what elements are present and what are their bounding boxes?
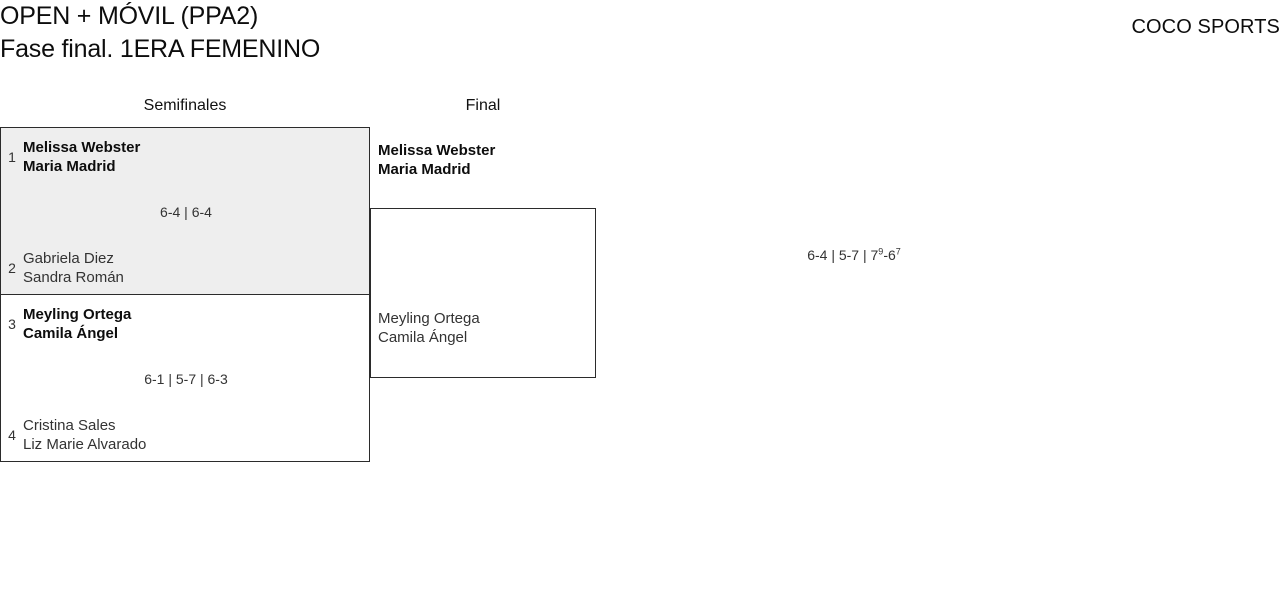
match-box-semifinal-1[interactable]: 1 Melissa Webster Maria Madrid 6-4 | 6-4… — [0, 127, 370, 295]
player-name: Sandra Román — [23, 269, 124, 286]
match-score-final: 6-4 | 5-7 | 79-67 — [741, 246, 967, 264]
final-score-sets: 6-4 | 5-7 | 7 — [807, 247, 879, 263]
player-name: Melissa Webster — [23, 139, 141, 156]
team-names: Cristina Sales Liz Marie Alvarado — [23, 416, 146, 454]
team-names: Melissa Webster Maria Madrid — [370, 141, 495, 179]
round-header-final: Final — [465, 97, 501, 114]
seed-number: 2 — [8, 260, 16, 276]
team-semifinal-1-bottom[interactable]: 2 Gabriela Diez Sandra Román — [1, 249, 124, 287]
seed-number: 3 — [8, 316, 16, 332]
team-semifinal-2-top[interactable]: 3 Meyling Ortega Camila Ángel — [1, 305, 131, 343]
page-title-line-1: OPEN + MÓVIL (PPA2) — [0, 2, 259, 30]
player-name: Meyling Ortega — [23, 306, 132, 323]
player-name: Gabriela Diez — [23, 250, 114, 267]
final-score-tiebreak-1: 9 — [878, 246, 884, 257]
team-names: Meyling Ortega Camila Ángel — [23, 305, 131, 343]
page-title-line-2: Fase final. 1ERA FEMENINO — [0, 35, 321, 63]
team-final-bottom[interactable]: Meyling Ortega Camila Ángel — [370, 309, 480, 347]
team-semifinal-1-top[interactable]: 1 Melissa Webster Maria Madrid — [1, 138, 140, 176]
team-semifinal-2-bottom[interactable]: 4 Cristina Sales Liz Marie Alvarado — [1, 416, 146, 454]
player-name: Camila Ángel — [378, 329, 468, 346]
seed-number: 4 — [8, 427, 16, 443]
player-name: Melissa Webster — [378, 142, 496, 159]
final-score-tiebreak-2: 7 — [895, 246, 901, 257]
brand-label: COCO SPORTS — [1131, 16, 1280, 38]
match-box-semifinal-2[interactable]: 3 Meyling Ortega Camila Ángel 6-1 | 5-7 … — [0, 294, 370, 462]
team-names: Melissa Webster Maria Madrid — [23, 138, 140, 176]
player-name: Cristina Sales — [23, 417, 116, 434]
page-title: OPEN + MÓVIL (PPA2) Fase final. 1ERA FEM… — [0, 0, 320, 66]
team-names: Meyling Ortega Camila Ángel — [370, 309, 480, 347]
final-score-mid: -6 — [883, 247, 896, 263]
player-name: Camila Ángel — [23, 325, 119, 342]
team-final-top[interactable]: Melissa Webster Maria Madrid — [370, 141, 495, 179]
match-score-semifinal-2: 6-1 | 5-7 | 6-3 — [144, 371, 228, 387]
match-box-final[interactable]: 6-4 | 5-7 | 79-67 — [370, 208, 901, 378]
player-name: Maria Madrid — [378, 161, 471, 178]
player-name: Meyling Ortega — [378, 310, 480, 327]
round-header-semifinals: Semifinales — [143, 97, 227, 114]
match-score-semifinal-1: 6-4 | 6-4 — [160, 204, 212, 220]
team-names: Gabriela Diez Sandra Román — [23, 249, 124, 287]
seed-number: 1 — [8, 149, 16, 165]
player-name: Maria Madrid — [23, 158, 116, 175]
player-name: Liz Marie Alvarado — [23, 436, 147, 453]
